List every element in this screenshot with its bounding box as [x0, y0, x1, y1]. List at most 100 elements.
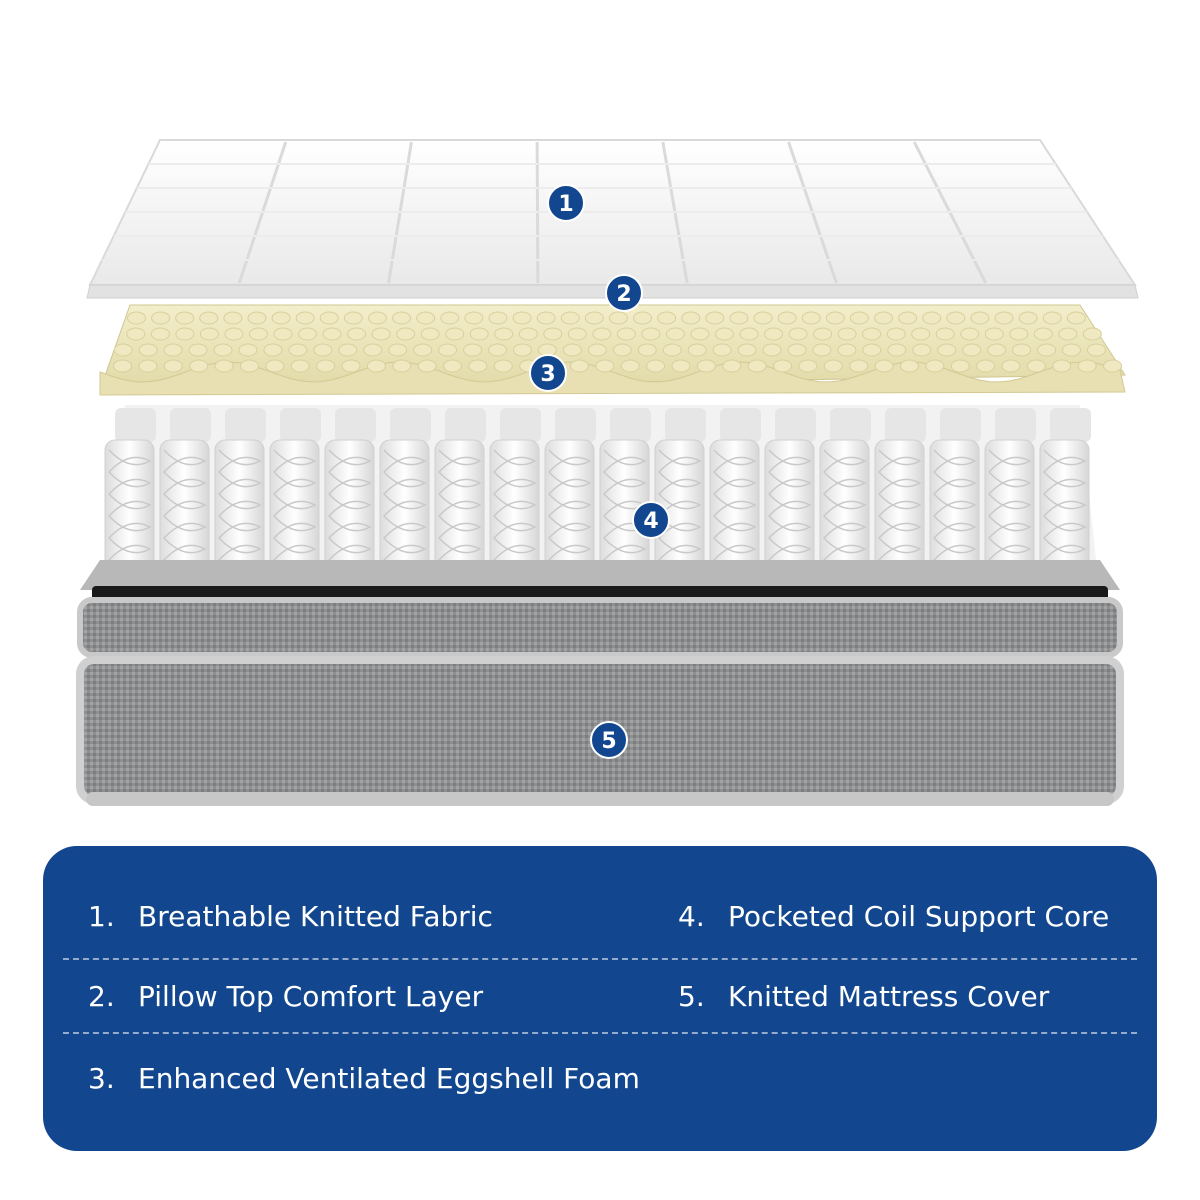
foam-bump: [316, 359, 336, 373]
foam-bump: [777, 311, 797, 325]
coil-columns: [104, 408, 1091, 591]
foam-bump: [150, 327, 170, 341]
foam-bump: [641, 327, 661, 341]
foam-bump: [899, 359, 919, 373]
foam-bump: [849, 311, 869, 325]
foam-bump: [1082, 327, 1102, 341]
foam-bump: [620, 359, 640, 373]
foam-bump: [705, 311, 725, 325]
foam-bump: [199, 327, 219, 341]
legend-number: 1.: [88, 899, 115, 933]
foam-bump: [341, 359, 361, 373]
foam-bump: [488, 343, 508, 357]
foam-bump: [238, 343, 258, 357]
coil-back-row: [995, 408, 1036, 442]
coil-back-row: [115, 408, 156, 442]
foam-bump: [671, 359, 691, 373]
coil-back-row: [555, 408, 596, 442]
marker-5: 5: [590, 721, 628, 759]
foam-bump: [837, 343, 857, 357]
foam-bump: [1052, 359, 1072, 373]
foam-bump: [343, 311, 363, 325]
foam-bump: [946, 311, 966, 325]
coil-back-row: [830, 408, 871, 442]
foam-bump: [687, 343, 707, 357]
foam-bump: [887, 343, 907, 357]
foam-bump: [469, 327, 489, 341]
foam-bump: [464, 311, 484, 325]
foam-bump: [922, 311, 942, 325]
foam-bump: [163, 343, 183, 357]
foam-bump: [773, 359, 793, 373]
legend-row-2: 2. Pillow Top Comfort Layer 5. Knitted M…: [63, 956, 1137, 1036]
foam-bump: [488, 311, 508, 325]
foam-bump: [188, 343, 208, 357]
foam-bump: [662, 343, 682, 357]
foam-bump: [657, 311, 677, 325]
pillow-top-layer: [86, 139, 1139, 299]
foam-bump: [912, 343, 932, 357]
pocketed-coil-core: [100, 405, 1100, 600]
foam-bump: [494, 327, 514, 341]
legend-label: Enhanced Ventilated Eggshell Foam: [138, 1061, 640, 1095]
foam-bump: [567, 327, 587, 341]
foam-bump: [367, 311, 387, 325]
foam-bump: [214, 359, 234, 373]
foam-bump: [347, 327, 367, 341]
foam-bump: [874, 311, 894, 325]
foam-bump: [1086, 343, 1106, 357]
coil-column: [159, 439, 210, 591]
foam-bump: [970, 311, 990, 325]
marker-3: 3: [529, 354, 567, 392]
foam-bump: [265, 359, 285, 373]
foam-bump: [722, 359, 742, 373]
foam-bump: [825, 311, 845, 325]
foam-bump: [322, 327, 342, 341]
foam-bump: [587, 343, 607, 357]
legend-item-1: 1. Breathable Knitted Fabric: [88, 876, 493, 956]
foam-bump: [388, 343, 408, 357]
legend-panel: 1. Breathable Knitted Fabric 4. Pocketed…: [43, 846, 1157, 1151]
legend-item-2: 2. Pillow Top Comfort Layer: [88, 956, 483, 1036]
foam-bump: [595, 359, 615, 373]
foam-bump: [616, 327, 636, 341]
legend-label: Knitted Mattress Cover: [728, 979, 1050, 1013]
legend-item-5: 5. Knitted Mattress Cover: [678, 956, 1049, 1036]
foam-bump: [189, 359, 209, 373]
foam-bump: [1009, 327, 1029, 341]
legend-label: Breathable Knitted Fabric: [138, 899, 493, 933]
foam-bump: [764, 327, 784, 341]
foam-bump: [1001, 359, 1021, 373]
foam-bump: [1058, 327, 1078, 341]
foam-bump: [392, 311, 412, 325]
foam-bump: [138, 343, 158, 357]
foam-bump: [290, 359, 310, 373]
svg-text:1: 1: [558, 192, 573, 217]
coil-back-row: [610, 408, 651, 442]
foam-bump: [392, 359, 412, 373]
foam-bump: [288, 343, 308, 357]
foam-bump: [787, 343, 807, 357]
foam-bump: [937, 343, 957, 357]
foam-bump: [126, 311, 146, 325]
mattress-layers-illustration: 1 2 3 4 5: [76, 139, 1139, 806]
legend-item-4: 4. Pocketed Coil Support Core: [678, 876, 1109, 956]
foam-bump: [898, 311, 918, 325]
foam-bump: [113, 359, 133, 373]
foam-bump: [440, 311, 460, 325]
foam-bump: [1026, 359, 1046, 373]
foam-bump: [138, 359, 158, 373]
svg-text:4: 4: [643, 509, 658, 534]
foam-bump: [413, 343, 433, 357]
foam-bump: [562, 343, 582, 357]
foam-bump: [712, 343, 732, 357]
foam-bump: [762, 343, 782, 357]
foam-bump: [729, 311, 749, 325]
foam-bump: [223, 311, 243, 325]
foam-bump: [493, 359, 513, 373]
foam-bump: [935, 327, 955, 341]
foam-bump: [113, 343, 133, 357]
foam-bump: [295, 311, 315, 325]
foam-bump: [1042, 311, 1062, 325]
foam-bump: [849, 359, 869, 373]
